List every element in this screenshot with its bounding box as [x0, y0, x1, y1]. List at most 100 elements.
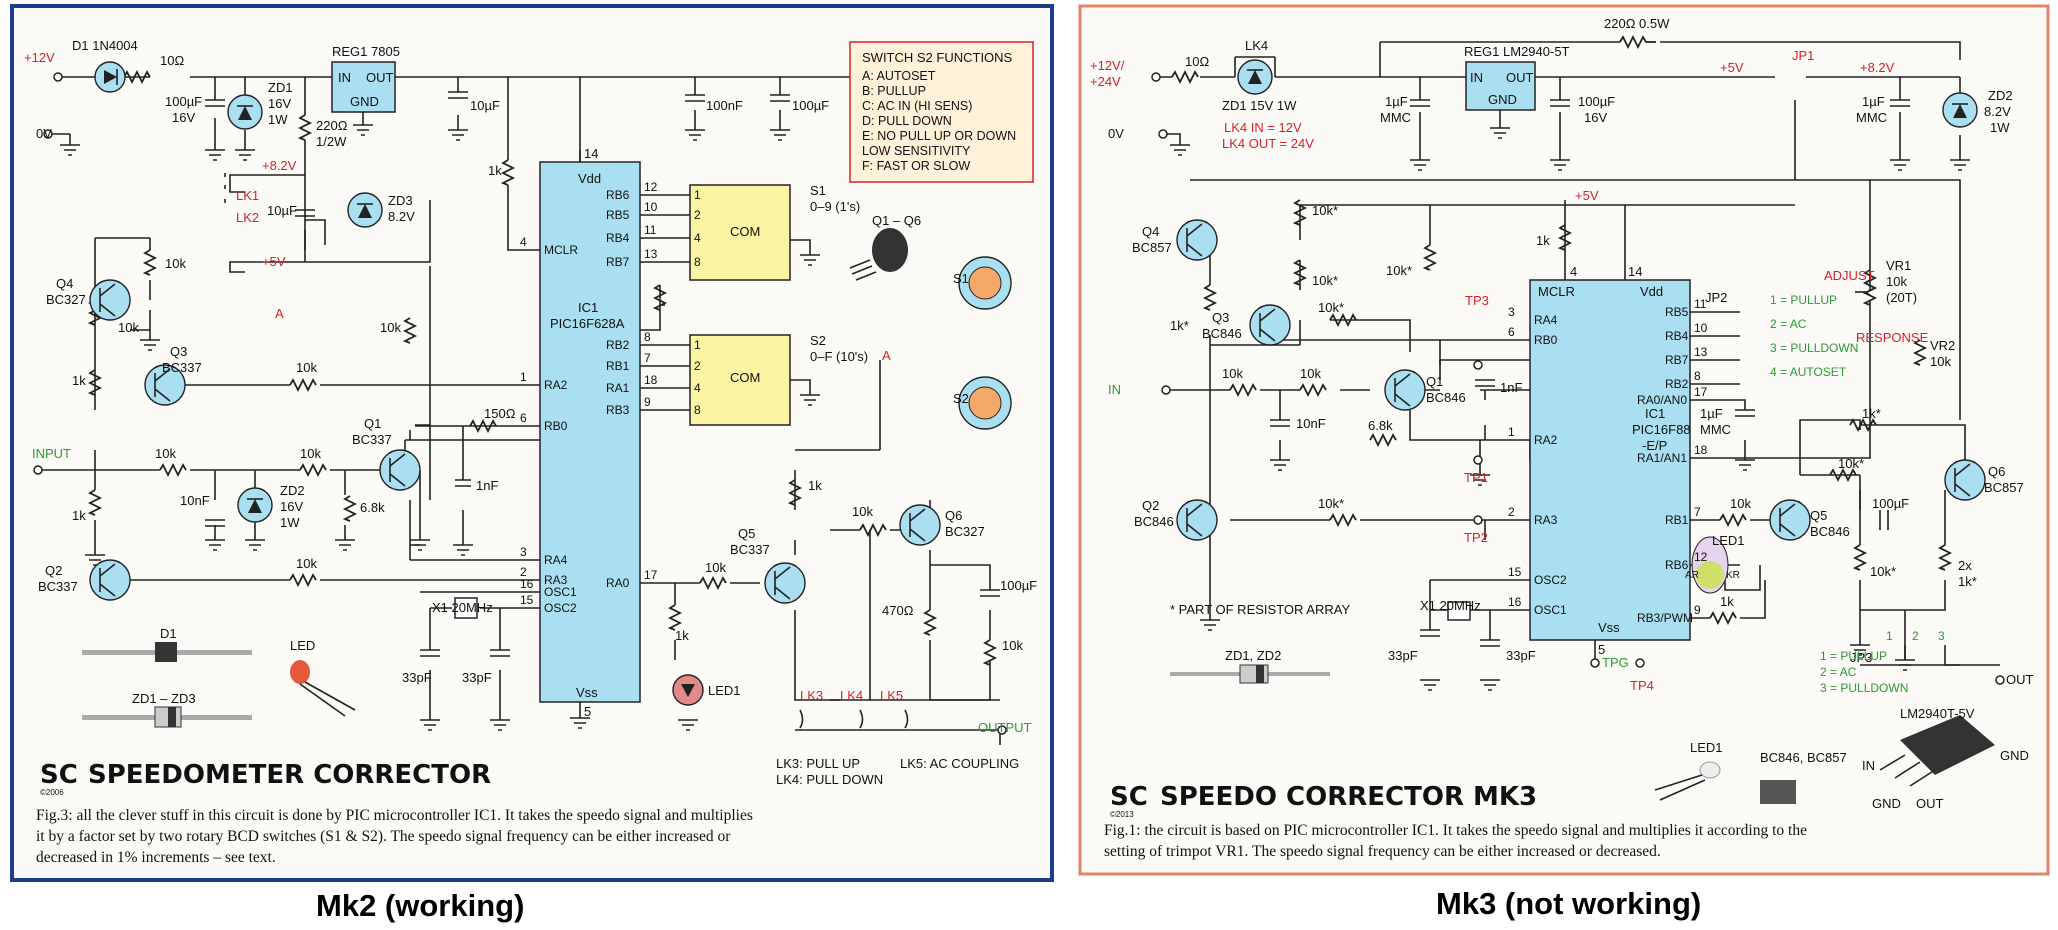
mk3-c33p-a: 33pF — [1388, 648, 1418, 663]
mk2-zd2-v: 16V — [280, 499, 303, 514]
mk3-q1: Q1 — [1426, 374, 1443, 389]
mk3-q-pkg: BC846, BC857 — [1760, 750, 1847, 765]
mk3-ic1 — [1529, 279, 1691, 641]
mk2-ic-pin-num: 7 — [644, 351, 651, 365]
mk3-q6: Q6 — [1988, 464, 2005, 479]
mk2-r220: 220Ω — [316, 118, 348, 133]
mk3-led1: LED1 — [1712, 533, 1745, 548]
mk2-ic-pin-name: RB3 — [606, 403, 630, 417]
mk2-c16v: 16V — [172, 110, 195, 125]
mk2-led-icon — [290, 660, 310, 684]
mk2-zd1: ZD1 — [268, 80, 293, 95]
mk2-reg-in: IN — [338, 70, 351, 85]
mk3-tp4: TP4 — [1630, 678, 1654, 693]
mk2-switch-function-line: A: AUTOSET — [862, 69, 936, 83]
mk2-ic-pin-name: RB6 — [606, 188, 630, 202]
mk2-q5-part: BC337 — [730, 542, 770, 557]
mk2-c10u2: 10µF — [267, 203, 297, 218]
mk2-panel: +12V 0V INPUT OUTPUT D1 1N4004 10Ω REG1 … — [10, 4, 1054, 923]
mk3-lk4: LK4 — [1245, 38, 1268, 53]
mk3-transistors — [1176, 219, 1986, 541]
mk3-ic-pin-name: RA0/AN0 — [1637, 393, 1687, 407]
mk3-ic-ref: IC1 — [1645, 406, 1665, 421]
mk2-c10u: 10µF — [470, 98, 500, 113]
mk2-s1-desc: 0–9 (1's) — [810, 199, 860, 214]
mk2-r150: 150Ω — [484, 406, 516, 421]
mk3-reg-in: IN — [1470, 70, 1483, 85]
mk2-r10k-b: 10k — [118, 320, 139, 335]
mk3-ic-pin-num: 1 — [1508, 425, 1515, 439]
mk2-lk-note3: LK5: AC COUPLING — [900, 756, 1019, 771]
mk2-panel-label: Mk2 (working) — [316, 888, 524, 923]
mk3-plus5-b: +5V — [1575, 188, 1599, 203]
mk3-zd2-w: 1W — [1990, 120, 2010, 135]
mk3-response: RESPONSE — [1856, 330, 1929, 345]
mk2-s1-com: COM — [730, 224, 760, 239]
mk2-plus82: +8.2V — [262, 158, 297, 173]
mk2-s2-pin: 1 — [694, 338, 701, 352]
mk2-q-pkg: Q1 – Q6 — [872, 213, 921, 228]
mk3-logo: SC — [1110, 782, 1148, 812]
mk2-led: LED — [290, 638, 315, 653]
mk2-caption: Fig.3: all the clever stuff in this circ… — [36, 807, 753, 866]
mk2-x1: X1 20MHz — [432, 600, 493, 615]
mk3-caption-line: Fig.1: the circuit is based on PIC micro… — [1104, 822, 1807, 839]
mk2-q1-part: BC337 — [352, 432, 392, 447]
mk3-r10k-e: 10k — [1222, 366, 1243, 381]
mk2-r1k-c: 1k — [675, 628, 689, 643]
mk2-ic-pin-num: 4 — [520, 235, 527, 249]
mk3-ic-pin-num: 6 — [1508, 325, 1515, 339]
mk2-ic-pin-name: RA2 — [544, 378, 568, 392]
mk3-pkg-gnd2: GND — [2000, 748, 2029, 763]
mk2-node-a2: A — [882, 348, 891, 363]
mk2-plus5: +5V — [262, 254, 286, 269]
mk3-adjust: ADJUST — [1824, 268, 1875, 283]
mk3-vr2: VR2 — [1930, 338, 1955, 353]
mk2-r1k-a: 1k — [72, 373, 86, 388]
mk3-ic-pin-name: RB2 — [1665, 377, 1689, 391]
mk2-ic-pin-num: 9 — [644, 395, 651, 409]
mk2-c33p-b: 33pF — [462, 670, 492, 685]
mk3-capacitors — [1270, 99, 1910, 647]
mk3-ic-pin-4: 4 — [1570, 264, 1577, 279]
mk3-q1-part: BC846 — [1426, 390, 1466, 405]
mk2-q6: Q6 — [945, 508, 962, 523]
mk2-grounds — [60, 124, 820, 731]
mk3-tpg: TPG — [1602, 655, 1629, 670]
mk2-q2: Q2 — [45, 563, 62, 578]
mk3-jp3-pin: 2 — [1912, 629, 1919, 643]
mk3-jp2-option: 4 = AUTOSET — [1770, 365, 1847, 379]
mk3-q6-part: BC857 — [1984, 480, 2024, 495]
mk3-ic-pin-num: 16 — [1508, 595, 1522, 609]
mk3-reg-package-icon — [1900, 715, 1995, 775]
mk2-s1-pin: 2 — [694, 208, 701, 222]
mk2-switch-function-line: E: NO PULL UP OR DOWN — [862, 129, 1016, 143]
mk3-ic-part2: -E/P — [1642, 438, 1667, 453]
mk3-r1k-b: 1k — [1536, 233, 1550, 248]
mk2-ic-pin-num: 2 — [520, 565, 527, 579]
mk3-ic-pin-num: 17 — [1694, 385, 1708, 399]
mk3-plus82: +8.2V — [1860, 60, 1895, 75]
mk2-r10k-g: 10k — [296, 556, 317, 571]
mk3-q5-part: BC846 — [1810, 524, 1850, 539]
mk3-ic-pin-num: 18 — [1694, 443, 1708, 457]
mk2-caption-line: decreased in 1% increments – see text. — [36, 849, 276, 866]
mk3-ic-pin-num: 13 — [1694, 345, 1708, 359]
mk3-x1: X1 20MHz — [1420, 598, 1481, 613]
mk2-ic-pin-num: 10 — [644, 200, 658, 214]
mk2-node-a: A — [275, 306, 284, 321]
mk2-capacitors — [205, 91, 1000, 657]
mk3-led-package-icon — [1699, 761, 1721, 779]
mk2-switch-function-line: F: FAST OR SLOW — [862, 159, 970, 173]
mk2-switch-functions-box — [849, 41, 1034, 183]
mk2-s1-block — [689, 184, 791, 281]
mk2-title: SPEEDOMETER CORRECTOR — [88, 760, 491, 790]
mk2-c100n: 100nF — [706, 98, 743, 113]
mk2-ic-pin-num: 6 — [520, 411, 527, 425]
mk3-c10n: 10nF — [1296, 416, 1326, 431]
mk3-vr1: VR1 — [1886, 258, 1911, 273]
mk2-s2-rotary-label: S2 — [953, 391, 969, 406]
mk2-lk5: LK5 — [880, 688, 903, 703]
